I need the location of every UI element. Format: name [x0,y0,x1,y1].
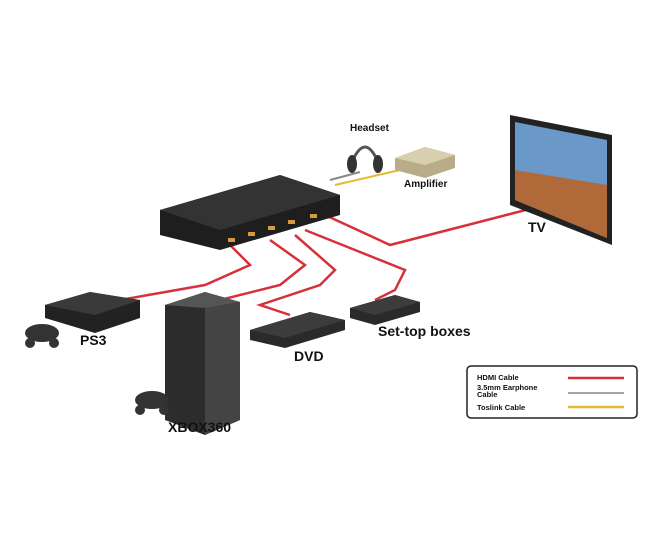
ps3-label: PS3 [80,332,107,348]
cable-dvd [256,234,337,317]
ps3-controller-icon [25,324,59,348]
set-top-box-icon [350,295,420,325]
cable-xbox [199,238,308,307]
legend-earphone-label-1: 3.5mm Earphone [477,383,537,392]
cable-ps3 [119,244,253,302]
tv-icon [510,115,612,245]
dvd-label: DVD [294,348,324,364]
xbox360-console-icon [165,292,240,435]
headset-icon [347,145,383,173]
amplifier-label: Amplifier [404,179,447,190]
legend-hdmi-label: HDMI Cable [477,373,519,382]
legend-toslink-label: Toslink Cable [477,403,525,412]
xbox360-label: XBOX360 [168,419,231,435]
hdmi-cables [119,203,546,317]
tv-label: TV [528,219,547,235]
xbox-controller-icon [135,391,169,415]
hdmi-switch [160,175,340,250]
cable-tv [324,203,546,247]
cable-settop [304,228,407,302]
amplifier-icon [395,147,455,178]
set-top-boxes-label: Set-top boxes [378,323,471,339]
toslink-cable [334,169,401,186]
ps3-console-icon [45,292,140,333]
legend: HDMI Cable 3.5mm Earphone Cable Toslink … [466,365,638,419]
earphone-cable [329,171,361,181]
legend-earphone-label-2: Cable [477,390,497,399]
headset-label: Headset [350,123,390,134]
dvd-player-icon [250,312,345,348]
